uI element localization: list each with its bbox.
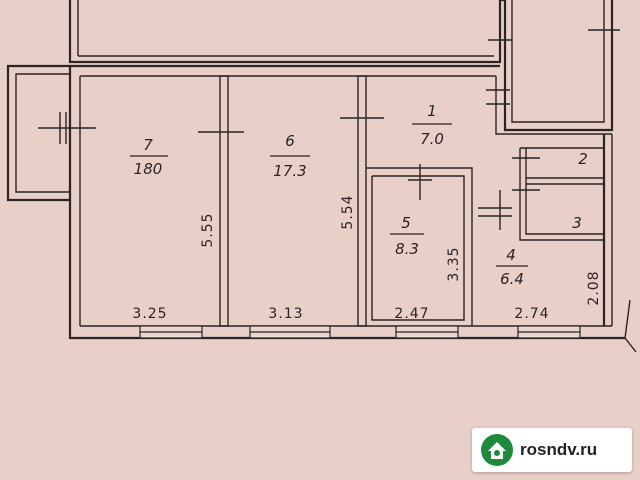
right-upper-wall-inner — [511, 0, 605, 123]
room6-area: 17.3 — [273, 162, 306, 180]
upper-wall — [68, 0, 502, 64]
dimension-labels: 3.25 3.13 2.47 2.74 5.55 5.54 3.35 2.08 — [132, 194, 602, 322]
dim-room5-width: 2.47 — [394, 306, 429, 322]
room5-number: 5 — [401, 214, 411, 232]
balcony — [6, 64, 70, 202]
room7-number: 7 — [143, 136, 153, 154]
room1-number: 1 — [427, 102, 437, 120]
room1-right-wall — [495, 76, 612, 135]
room3-number: 3 — [572, 214, 582, 232]
room-labels: 7 180 6 17.3 1 7.0 2 3 5 8.3 4 6.4 — [130, 102, 588, 288]
room2-number: 2 — [578, 150, 588, 168]
right-upper-wall — [500, 0, 614, 132]
room5-inner — [371, 175, 465, 321]
dim-room7-depth: 5.55 — [200, 212, 216, 247]
dim-room4-width: 2.74 — [514, 306, 549, 322]
dim-room6-width: 3.13 — [268, 306, 303, 322]
room4-area: 6.4 — [500, 270, 524, 288]
balcony-outline — [6, 64, 70, 202]
dim-room4-depth: 2.08 — [586, 270, 602, 305]
room2-3-left-inner — [525, 148, 604, 235]
upper-structure — [68, 0, 614, 132]
partition-7-6 — [219, 75, 229, 327]
room6-number: 6 — [285, 132, 295, 150]
house-pin-icon — [481, 434, 513, 466]
watermark: rosndv.ru — [472, 428, 632, 472]
dim-room7-width: 3.25 — [132, 306, 167, 322]
dim-room6-depth: 5.54 — [340, 194, 356, 229]
room7-area: 180 — [134, 160, 163, 178]
partition-6-1 — [357, 75, 367, 327]
apartment-walls — [68, 64, 637, 353]
door-marks — [38, 29, 620, 230]
room5-area: 8.3 — [395, 240, 419, 258]
balcony-inner — [15, 73, 70, 193]
room5-top-right — [366, 167, 473, 326]
break-mark — [624, 299, 637, 353]
watermark-text: rosndv.ru — [520, 440, 598, 459]
dim-room5-depth: 3.35 — [446, 246, 462, 281]
room4-number: 4 — [506, 246, 516, 264]
windows — [139, 325, 581, 339]
room2-3-left — [519, 148, 604, 241]
room1-area: 7.0 — [420, 130, 444, 148]
